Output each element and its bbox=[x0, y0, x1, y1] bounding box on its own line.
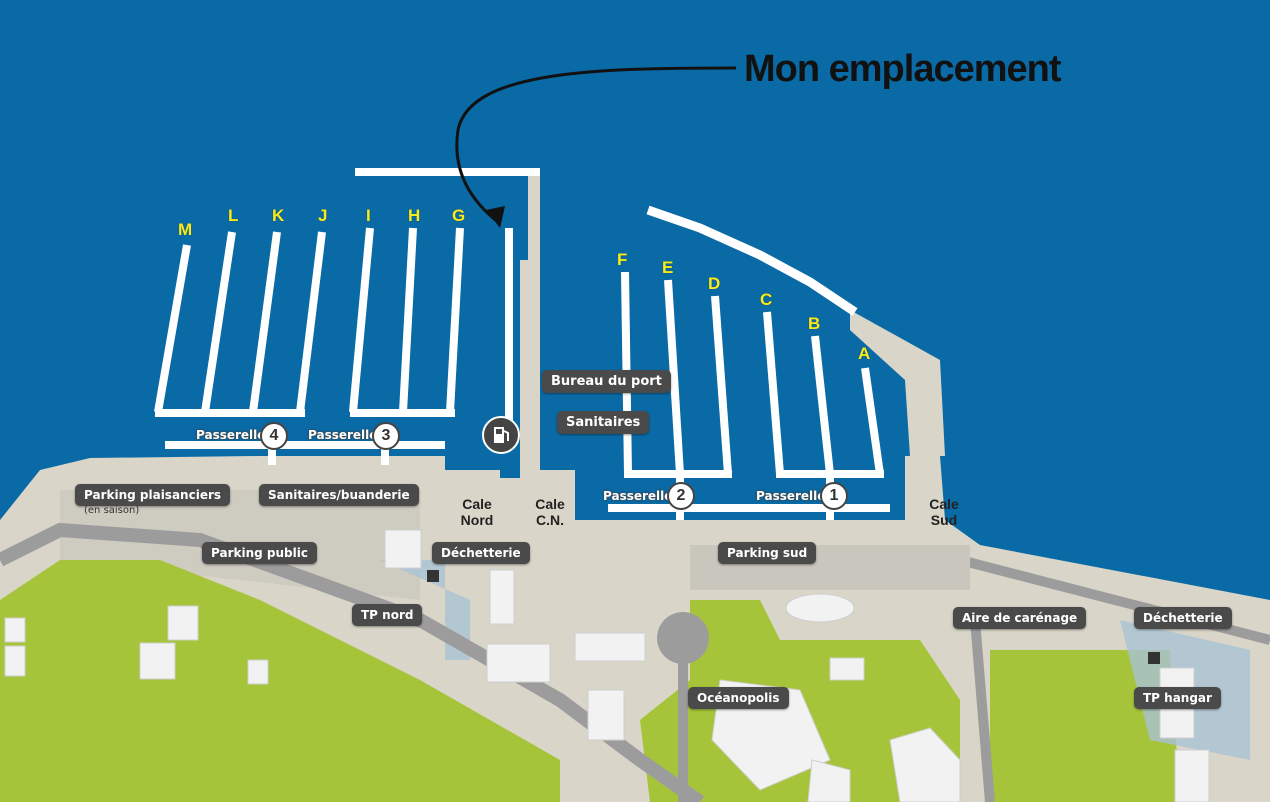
parking-public-label: Parking public bbox=[202, 542, 317, 564]
oceanopolis-label: Océanopolis bbox=[688, 687, 789, 709]
fuel-pump-icon[interactable] bbox=[482, 416, 520, 454]
en-saison-note: (en saison) bbox=[84, 505, 140, 516]
pontoon-label-h: H bbox=[408, 206, 421, 225]
passerelle-2-number: 2 bbox=[667, 482, 695, 510]
pontoon-label-j: J bbox=[318, 206, 328, 225]
aire-de-carenage-label: Aire de carénage bbox=[953, 607, 1087, 629]
tp-nord-label: TP nord bbox=[352, 604, 423, 626]
sanitaires-label: Sanitaires bbox=[557, 411, 650, 434]
pontoon-label-g: G bbox=[452, 206, 466, 225]
passerelle-2-label: Passerelle bbox=[603, 489, 673, 503]
passerelle-3-number: 3 bbox=[372, 422, 400, 450]
pontoon-label-l: L bbox=[228, 206, 239, 225]
passerelle-1-label: Passerelle bbox=[756, 489, 826, 503]
cale-nord-label: Cale Nord bbox=[460, 496, 494, 528]
sanitaires-buanderie-label: Sanitaires/buanderie bbox=[259, 484, 419, 506]
passerelle-4-number: 4 bbox=[260, 422, 288, 450]
cale-cn-label: Cale C.N. bbox=[535, 496, 565, 528]
pontoon-label-e: E bbox=[662, 258, 674, 277]
dechetterie-nord-label: Déchetterie bbox=[432, 542, 530, 564]
pontoon-label-d: D bbox=[708, 274, 721, 293]
pontoon-label-c: C bbox=[760, 290, 773, 309]
tp-hangar-label: TP hangar bbox=[1134, 687, 1221, 709]
bureau-du-port-label: Bureau du port bbox=[542, 370, 671, 393]
map-title: Mon emplacement bbox=[744, 48, 1062, 90]
pontoon-label-a: A bbox=[858, 344, 871, 363]
pontoon-label-k: K bbox=[272, 206, 285, 225]
parking-sud-label: Parking sud bbox=[718, 542, 817, 564]
passerelle-3-label: Passerelle bbox=[308, 428, 378, 442]
pontoon-label-i: I bbox=[366, 206, 371, 225]
passerelle-1-number: 1 bbox=[820, 482, 848, 510]
dechetterie-sud-label: Déchetterie bbox=[1134, 607, 1232, 629]
pontoon-label-b: B bbox=[808, 314, 821, 333]
pontoon-label-m: M bbox=[178, 220, 193, 239]
passerelle-4-label: Passerelle bbox=[196, 428, 266, 442]
pontoon-label-f: F bbox=[617, 250, 628, 269]
parking-plaisanciers-label: Parking plaisanciers bbox=[75, 484, 231, 506]
cale-sud-label: Cale Sud bbox=[929, 496, 959, 528]
